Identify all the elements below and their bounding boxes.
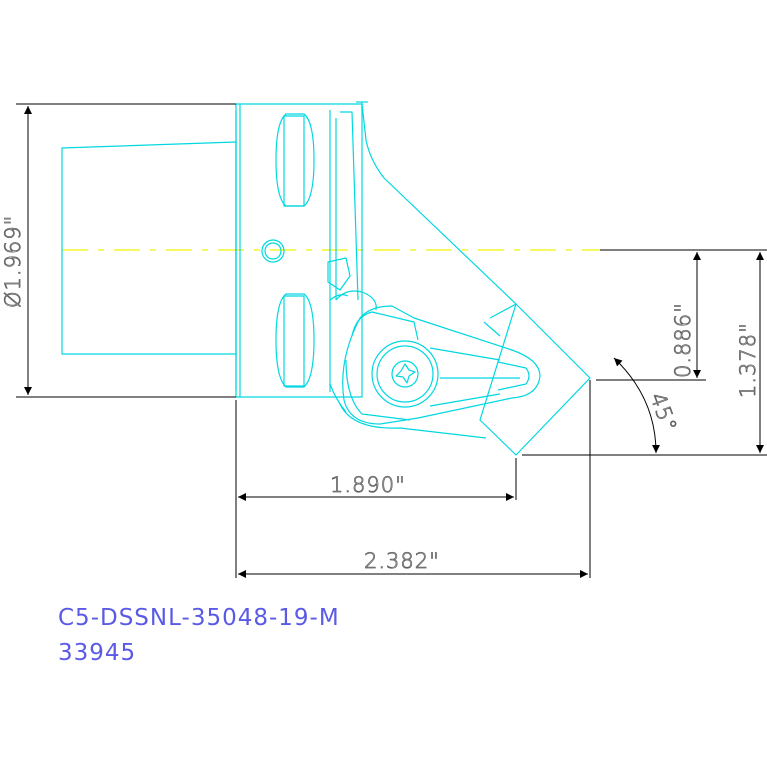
length-to-insert-label: 1.890" — [330, 473, 406, 497]
dimension-lines — [16, 103, 767, 578]
coolant-hole — [261, 239, 285, 263]
head-profile — [361, 103, 517, 305]
shank — [61, 141, 237, 355]
tool-outline — [61, 101, 591, 456]
lower-slot — [275, 293, 315, 388]
insert — [479, 303, 591, 456]
lead-angle-label: 45° — [645, 390, 681, 436]
catalog-number: 33945 — [58, 640, 137, 666]
lead-angle-dim — [613, 357, 660, 454]
overall-offset-label: 1.378" — [736, 322, 760, 398]
center-offset-label: 0.886" — [671, 302, 695, 378]
overall-length-label: 2.382" — [364, 549, 440, 573]
diameter-label: Ø1.969" — [1, 215, 25, 308]
clamp-lever — [342, 305, 541, 425]
part-number: C5-DSSNL-35048-19-M — [58, 605, 340, 631]
clamp-screw — [371, 340, 439, 408]
dimension-labels: Ø1.969" 1.890" 2.382" 0.886" 1.378" 45° — [1, 214, 761, 573]
upper-slot — [275, 113, 315, 207]
